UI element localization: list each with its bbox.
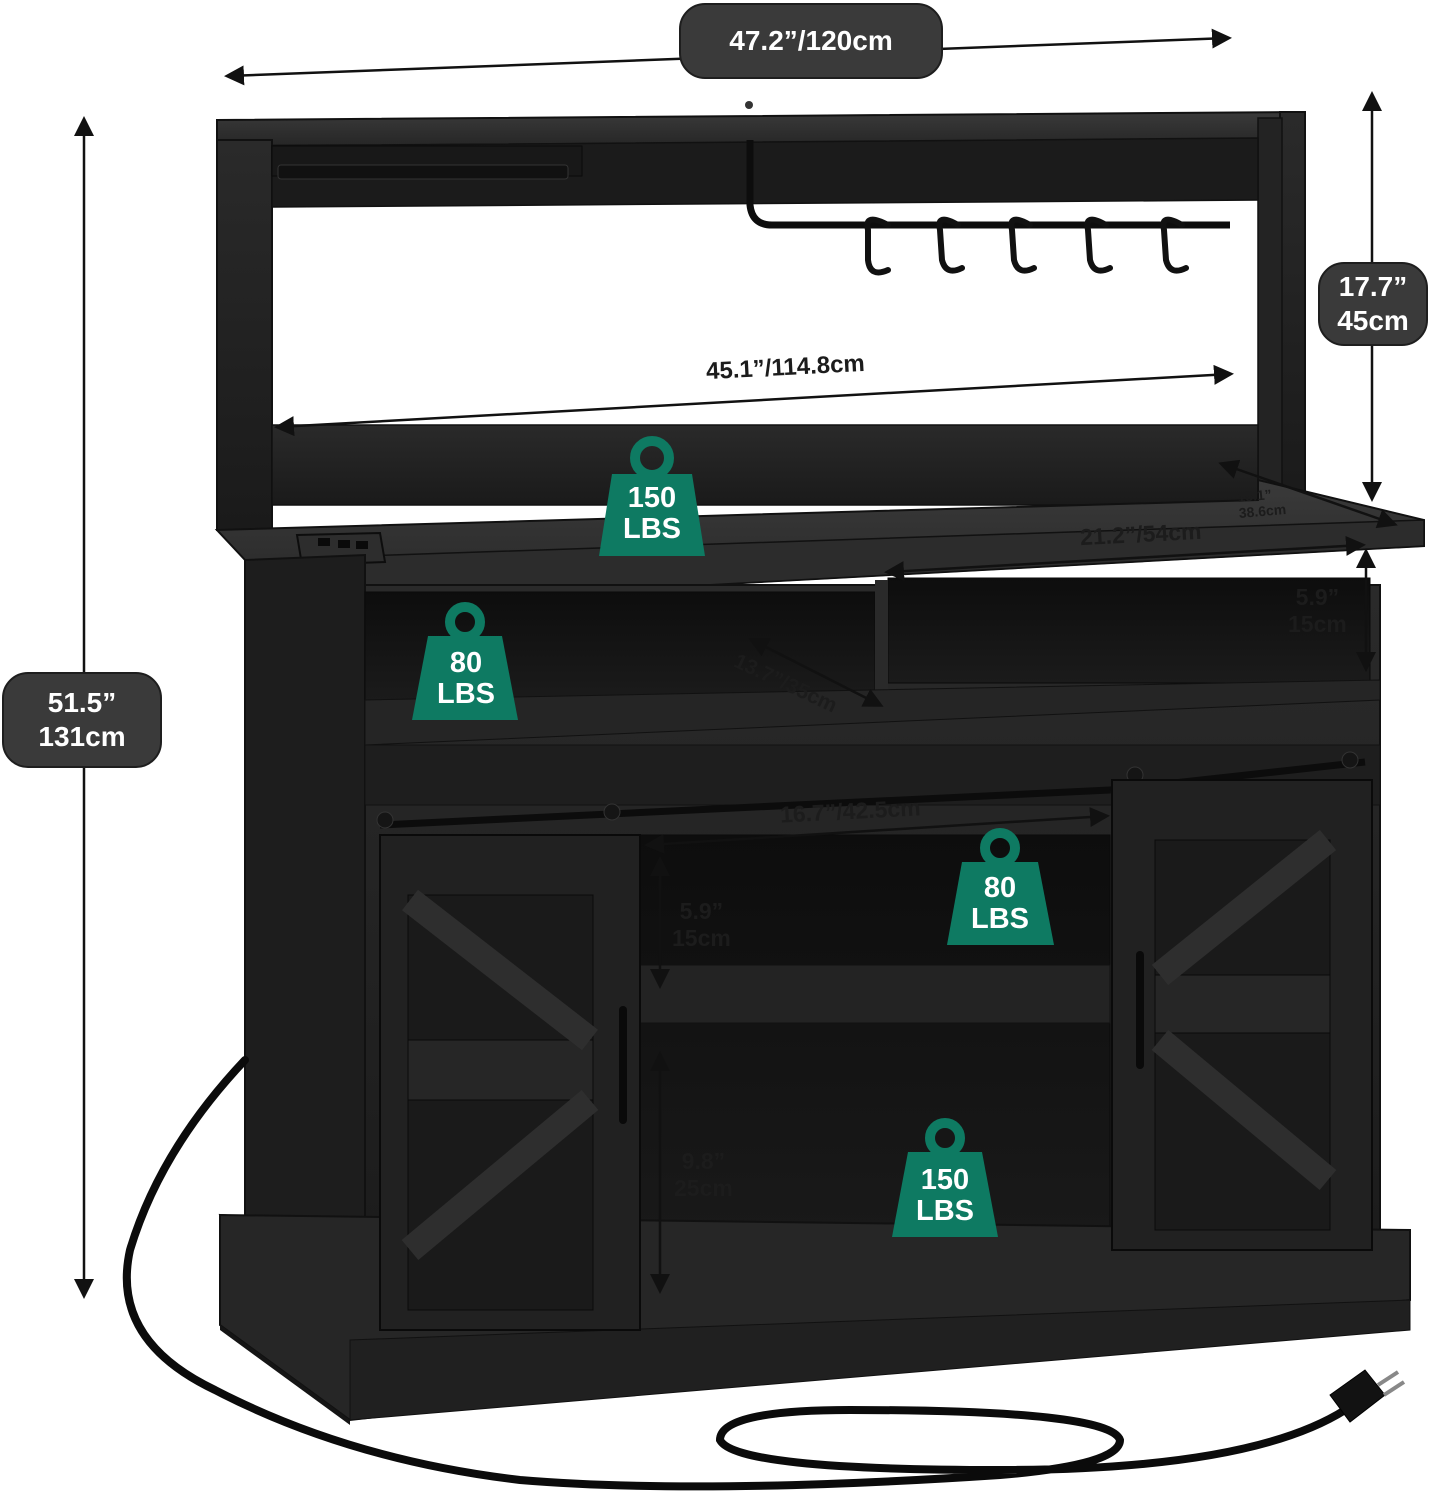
overall-height-in: 51.5”: [47, 687, 117, 718]
weight-badge-upper-compartment: [947, 828, 1054, 945]
power-plug-icon: [122, 1056, 1406, 1491]
overall-width-label: 47.2”/120cm: [679, 3, 943, 79]
upper-compartment-weight-value: 80: [983, 872, 1017, 904]
overall-height-cm: 131cm: [38, 721, 126, 752]
lower-compartment-weight-label: 150 LBS: [897, 1165, 993, 1227]
hutch-height-in: 17.7”: [1338, 271, 1408, 302]
lower-compartment-weight-value: 150: [920, 1164, 970, 1196]
center-lower-height: 9.8” 25cm: [674, 1148, 733, 1202]
countertop-depth: 15.1” 38.6cm: [1237, 485, 1287, 521]
center-upper-height-cm: 15cm: [672, 925, 731, 951]
weight-badge-lower-compartment: [892, 1118, 998, 1237]
s-hook-icon: [864, 216, 1189, 276]
open-shelf-right-height-cm: 15cm: [1288, 611, 1347, 637]
center-upper-height: 5.9” 15cm: [672, 898, 731, 952]
upper-compartment-weight-label: 80 LBS: [952, 873, 1048, 935]
door-handle-icon: [619, 951, 1144, 1124]
open-shelf-right-height: 5.9” 15cm: [1288, 584, 1347, 638]
countertop-weight-unit: LBS: [623, 513, 681, 545]
open-shelf-weight-label: 80 LBS: [418, 648, 514, 710]
open-shelf-right-height-in: 5.9”: [1295, 584, 1340, 610]
open-shelf-weight-unit: LBS: [437, 678, 495, 710]
center-lower-height-cm: 25cm: [674, 1175, 733, 1201]
weight-badge-countertop: [599, 436, 705, 556]
cabinet-body: [218, 553, 1411, 1425]
countertop-weight-label: 150 LBS: [604, 483, 700, 545]
hutch-height-label: 17.7” 45cm: [1318, 262, 1428, 346]
lower-compartment-weight-unit: LBS: [916, 1195, 974, 1227]
overall-width-text: 47.2”/120cm: [729, 25, 893, 56]
hutch-height-cm: 45cm: [1337, 305, 1409, 336]
countertop-weight-value: 150: [627, 482, 677, 514]
overall-height-label: 51.5” 131cm: [2, 672, 162, 768]
weight-badge-open-shelf: [412, 602, 518, 720]
open-shelf-weight-value: 80: [449, 647, 483, 679]
hutch: [216, 101, 1306, 531]
center-lower-height-in: 9.8”: [681, 1148, 726, 1174]
barn-door-icon: [379, 779, 1373, 1331]
upper-compartment-weight-unit: LBS: [971, 903, 1029, 935]
center-upper-height-in: 5.9”: [679, 898, 724, 924]
